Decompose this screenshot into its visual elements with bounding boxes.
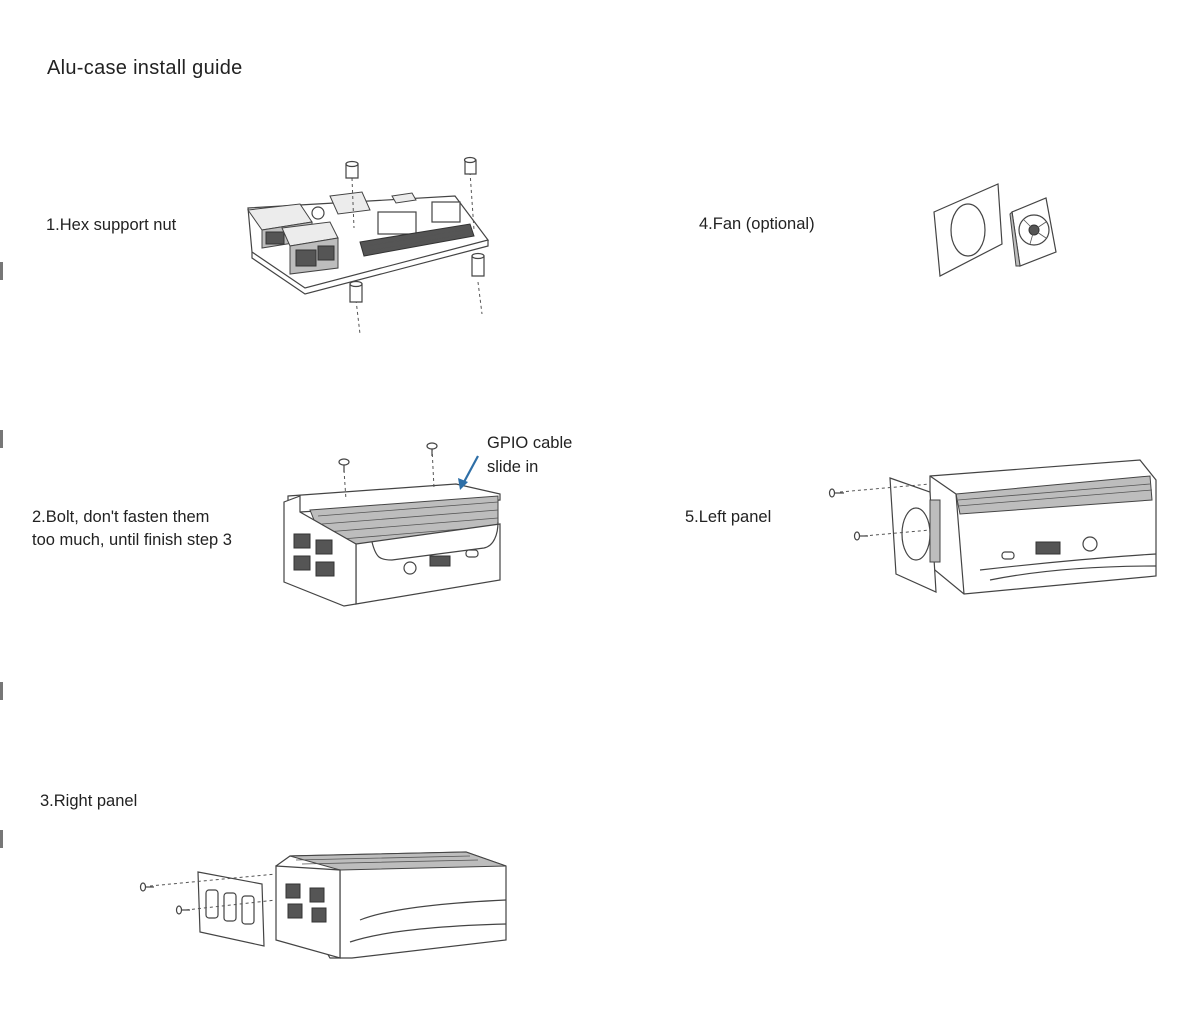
step-1-label: 1.Hex support nut bbox=[46, 216, 177, 234]
screw-icon bbox=[139, 882, 154, 892]
fan-icon bbox=[1009, 197, 1057, 267]
screw-icon bbox=[338, 458, 350, 472]
page-title: Alu-case install guide bbox=[47, 57, 243, 79]
gpio-callout-arrow bbox=[458, 455, 479, 490]
screw-icon bbox=[426, 442, 438, 456]
screw-icon bbox=[828, 488, 844, 498]
step-3-label: 3.Right panel bbox=[40, 792, 138, 810]
fan-plate bbox=[933, 183, 1003, 277]
gpio-callout-line2: slide in bbox=[487, 458, 539, 476]
hex-standoff-icon bbox=[471, 252, 485, 277]
step-3-case-illustration bbox=[139, 851, 507, 959]
screw-icon bbox=[175, 905, 190, 915]
step-2-case-illustration bbox=[283, 442, 501, 607]
step-1-board-illustration bbox=[247, 156, 490, 335]
screw-icon bbox=[853, 531, 868, 541]
page-edge-mark bbox=[0, 830, 3, 848]
left-panel-plate bbox=[889, 477, 941, 593]
step-2-label: 2.Bolt, don't fasten them bbox=[32, 508, 210, 526]
gpio-header bbox=[359, 223, 475, 257]
gpio-callout-line1: GPIO cable bbox=[487, 434, 573, 452]
right-panel-plate bbox=[197, 871, 265, 947]
step-5-label: 5.Left panel bbox=[685, 508, 772, 526]
step-4-fan-illustration bbox=[933, 183, 1057, 277]
hex-nut-icon bbox=[463, 156, 477, 175]
page-edge-mark bbox=[0, 682, 3, 700]
step-4-label: 4.Fan (optional) bbox=[699, 215, 815, 233]
page-edge-mark bbox=[0, 430, 3, 448]
step-5-case-illustration bbox=[828, 459, 1157, 595]
step-2-label-line2: too much, until finish step 3 bbox=[32, 531, 232, 549]
hex-nut-icon bbox=[345, 160, 359, 179]
page-edge-mark bbox=[0, 262, 3, 280]
hex-standoff-icon bbox=[349, 280, 363, 303]
